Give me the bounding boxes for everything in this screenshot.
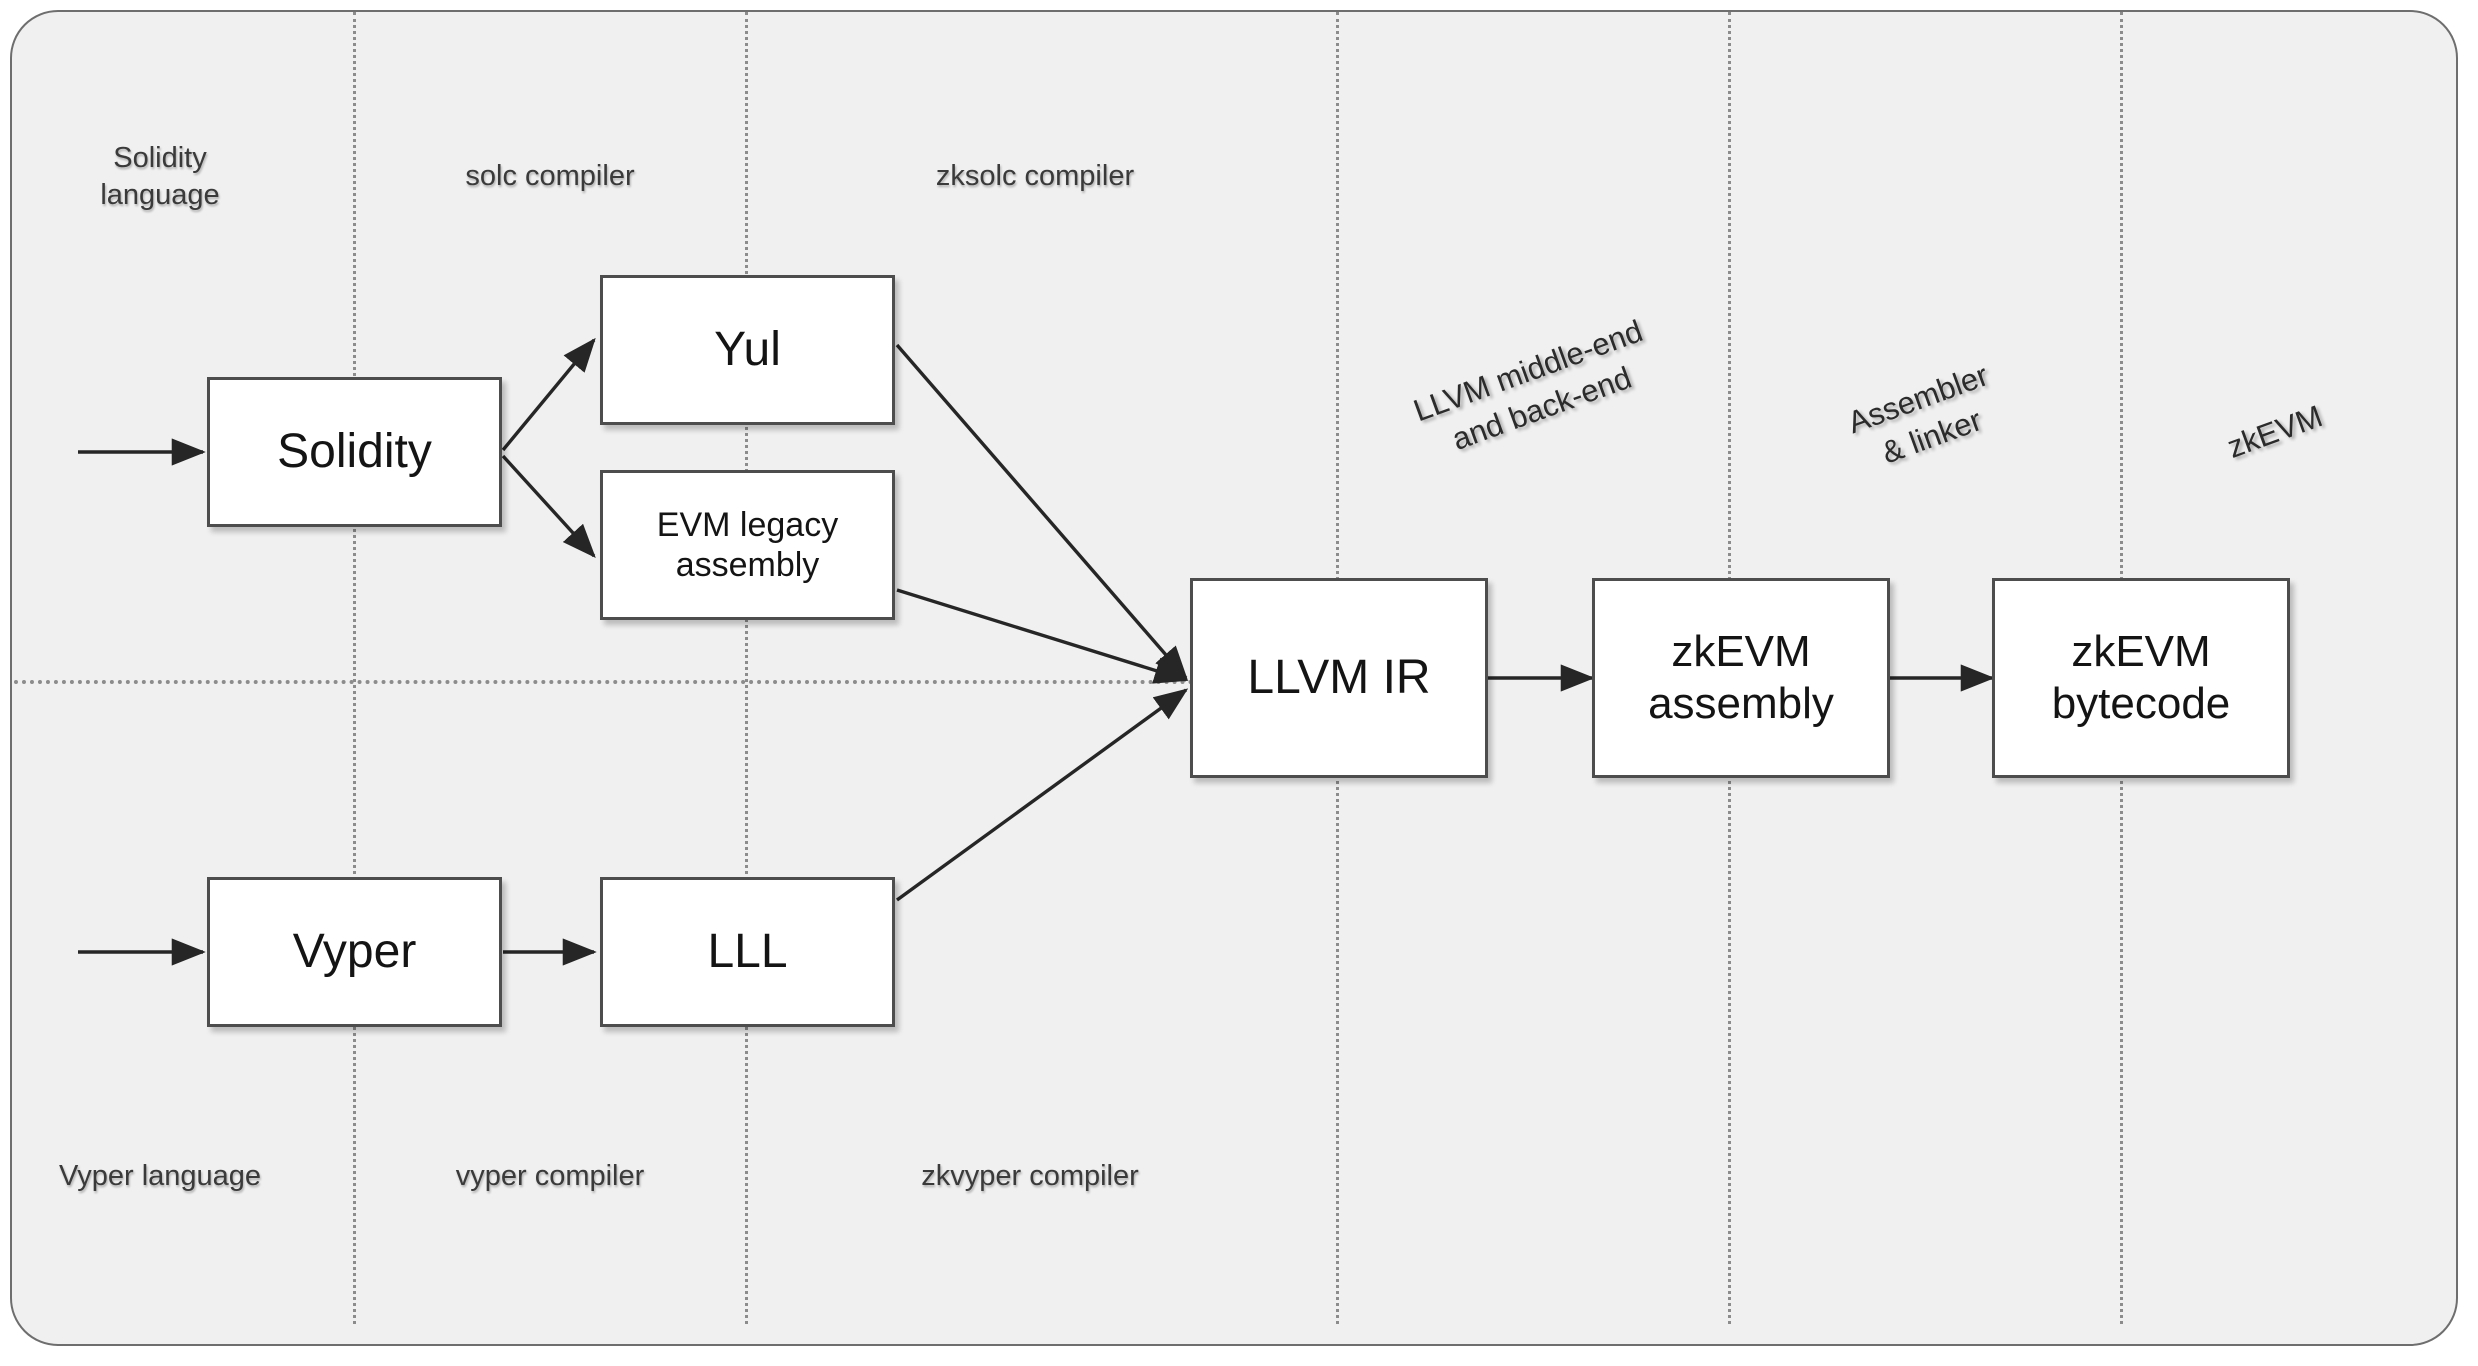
lane-label-zksolc-compiler: zksolc compiler [935, 160, 1135, 192]
horizontal-lane-divider [14, 680, 1194, 684]
node-zkevm-bytecode[interactable]: zkEVM bytecode [1992, 578, 2290, 778]
lane-label-vyper-language: Vyper language [58, 1160, 262, 1192]
node-solidity-label: Solidity [277, 424, 432, 478]
node-vyper[interactable]: Vyper [207, 877, 502, 1027]
node-zkevm-assembly[interactable]: zkEVM assembly [1592, 578, 1890, 778]
lane-label-solc-compiler: solc compiler [465, 160, 635, 192]
lane-divider-2 [745, 12, 748, 1324]
node-lll[interactable]: LLL [600, 877, 895, 1027]
node-vyper-label: Vyper [292, 924, 417, 978]
node-llvm-ir-label: LLVM IR [1247, 650, 1431, 704]
node-solidity[interactable]: Solidity [207, 377, 502, 527]
node-zkevm-bytecode-label: zkEVM bytecode [2051, 627, 2231, 728]
node-yul[interactable]: Yul [600, 275, 895, 425]
node-evm-legacy-assembly[interactable]: EVM legacy assembly [600, 470, 895, 620]
lane-label-solidity-language: Solidity language [100, 142, 220, 211]
lane-label-zkvyper-compiler: zkvyper compiler [921, 1160, 1139, 1192]
node-evm-legacy-assembly-label: EVM legacy assembly [656, 505, 839, 584]
node-lll-label: LLL [707, 924, 788, 978]
lane-label-vyper-compiler: vyper compiler [455, 1160, 645, 1192]
node-zkevm-assembly-label: zkEVM assembly [1648, 627, 1834, 728]
node-yul-label: Yul [714, 322, 781, 376]
node-llvm-ir[interactable]: LLVM IR [1190, 578, 1488, 778]
lane-divider-1 [353, 12, 356, 1324]
